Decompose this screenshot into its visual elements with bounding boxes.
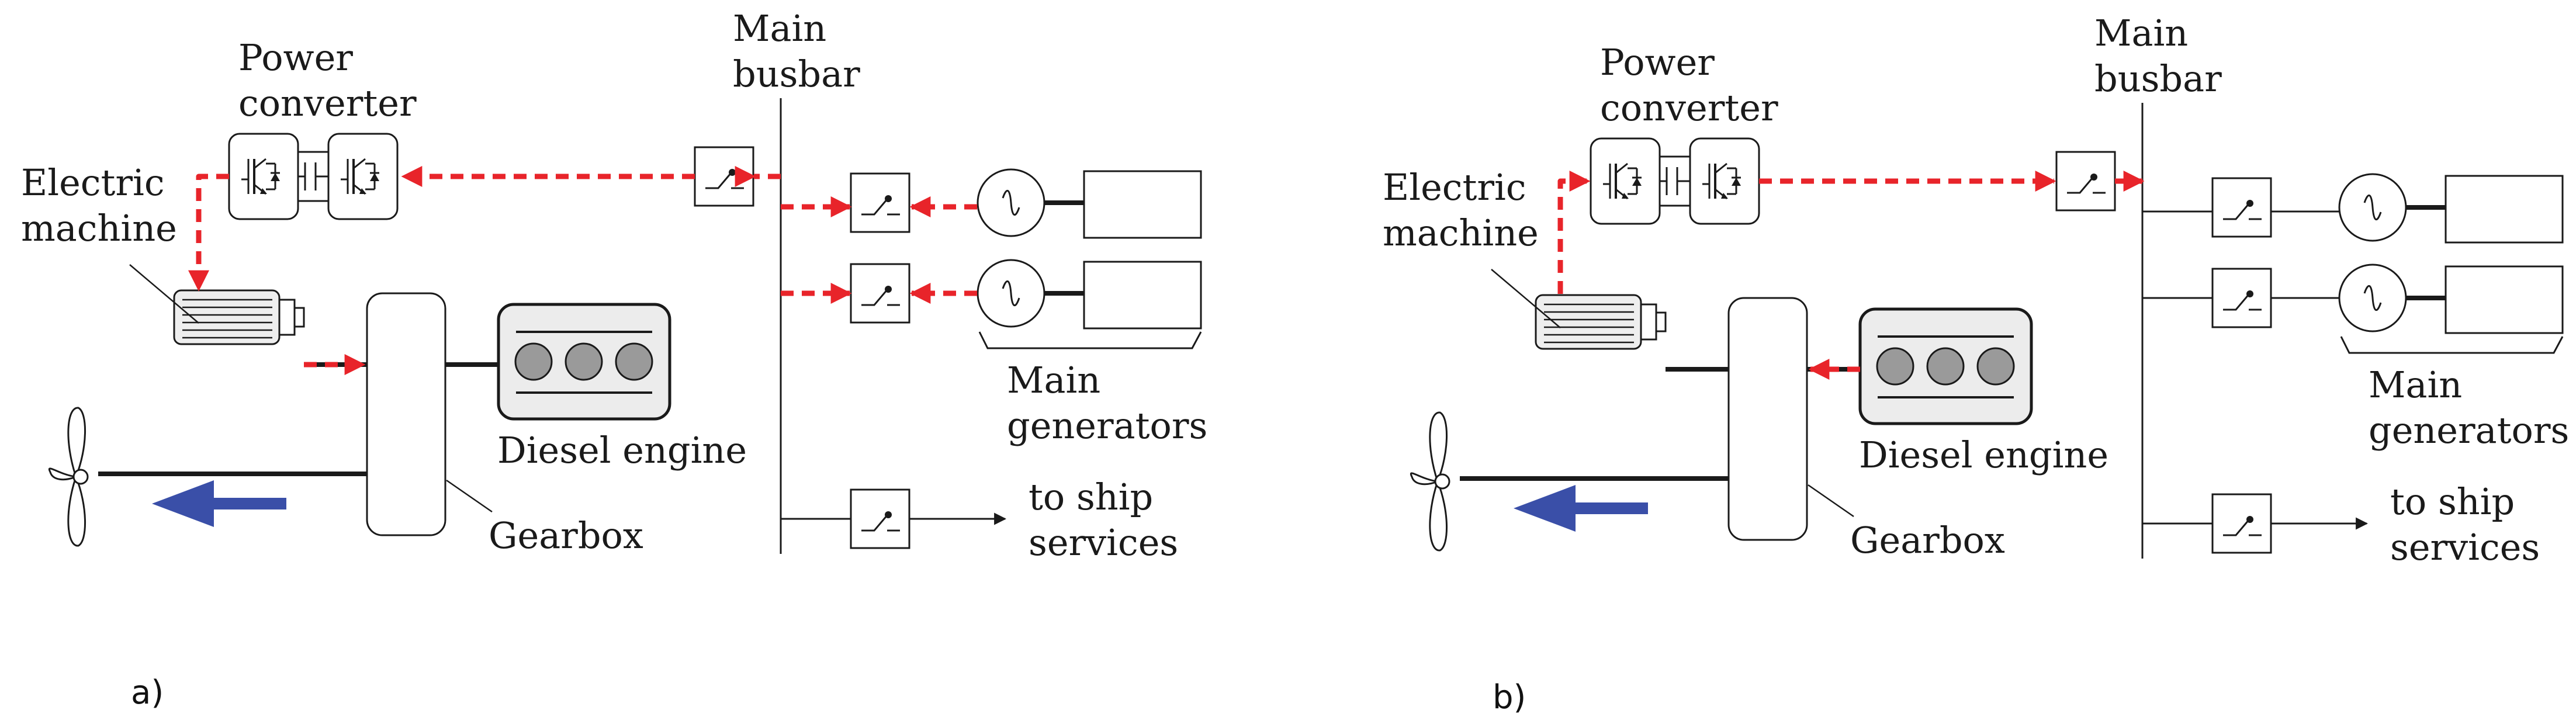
cylinder-icon xyxy=(514,342,553,381)
diesel-engine xyxy=(1858,307,2033,425)
capacitor-icon xyxy=(1660,167,1690,195)
igbt-icon xyxy=(327,133,399,220)
igbt-icon xyxy=(228,133,299,220)
main-generators-label-line-1: Main xyxy=(2369,363,2462,406)
main-busbar-label-line-2: busbar xyxy=(733,53,860,95)
cylinder-icon xyxy=(1976,347,2015,386)
igbt-icon xyxy=(1689,137,1760,225)
igbt-icon xyxy=(1590,137,1661,225)
main-busbar-label-line-1: Main xyxy=(2094,12,2188,54)
electric-machine-label-line-1: Electric xyxy=(1383,166,1526,209)
gearbox xyxy=(1727,297,1808,541)
panel-caption: b) xyxy=(1493,678,1526,716)
cylinder-icon xyxy=(565,342,603,381)
capacitor-icon xyxy=(298,162,328,190)
electric-machine-label-line-2: machine xyxy=(21,207,177,249)
ship-services-label-line-1: to ship xyxy=(1029,476,1153,518)
power-converter-label-line-1: Power xyxy=(1600,41,1715,84)
main-generators-label-line-2: generators xyxy=(1007,404,1207,447)
gearbox xyxy=(366,292,446,536)
ship-services-label-line-2: services xyxy=(1029,521,1178,564)
cylinder-icon xyxy=(1876,347,1914,386)
fins-icon xyxy=(278,299,305,336)
power-converter xyxy=(1590,137,1760,225)
breaker-icon[interactable] xyxy=(2211,493,2272,554)
propeller-icon xyxy=(48,407,89,547)
flow-converter-to-machine xyxy=(188,174,229,292)
panel-a: PowerconverterMainbusbarElectricmachineD… xyxy=(21,7,1207,712)
propulsion-arrow xyxy=(152,480,286,527)
breaker-icon[interactable] xyxy=(2211,177,2272,238)
main-busbar-label-line-1: Main xyxy=(733,7,826,50)
gearbox-label: Gearbox xyxy=(489,514,643,557)
breaker-icon[interactable] xyxy=(2211,268,2272,328)
ac-source-icon xyxy=(977,259,1045,328)
ac-source-icon xyxy=(2338,264,2407,332)
power-converter-label-line-2: converter xyxy=(1600,86,1778,129)
cylinder-icon xyxy=(1926,347,1965,386)
flow-machine-to-converter xyxy=(1557,171,1591,294)
electric-machine-label-line-2: machine xyxy=(1383,212,1539,254)
main-generators xyxy=(2338,173,2564,354)
breaker-icon[interactable] xyxy=(850,488,910,549)
ac-source-icon xyxy=(2338,173,2407,242)
electric-machine xyxy=(173,289,305,345)
power-converter xyxy=(228,133,399,220)
power-converter-label-line-2: converter xyxy=(238,82,417,124)
diesel-engine-label: Diesel engine xyxy=(497,429,747,472)
cylinder-icon xyxy=(615,342,653,381)
main-busbar-label-line-2: busbar xyxy=(2094,57,2222,100)
propulsion-arrow xyxy=(1514,485,1648,532)
fins-icon xyxy=(1640,303,1667,341)
panel-b: PowerconverterMainbusbarElectricmachineD… xyxy=(1383,12,2569,716)
breaker-icon[interactable] xyxy=(2055,151,2116,212)
main-generators-label-line-2: generators xyxy=(2369,409,2569,452)
main-generators xyxy=(977,168,1202,349)
breaker-icon[interactable] xyxy=(850,172,910,233)
breaker-icon[interactable] xyxy=(850,263,910,324)
power-converter-label-line-1: Power xyxy=(238,36,353,79)
main-generators-label-line-1: Main xyxy=(1007,359,1100,401)
breaker-icon[interactable] xyxy=(694,146,754,207)
electric-machine-label-line-1: Electric xyxy=(21,161,165,204)
electric-machine xyxy=(1535,294,1667,350)
ship-services-label-line-1: to ship xyxy=(2390,480,2515,523)
gearbox-label: Gearbox xyxy=(1850,519,2005,561)
panel-caption: a) xyxy=(131,674,164,712)
diesel-engine xyxy=(497,303,671,421)
propeller-icon xyxy=(1410,411,1450,552)
ship-services-label-line-2: services xyxy=(2390,526,2540,569)
main-busbar xyxy=(2055,151,2272,554)
ac-source-icon xyxy=(977,168,1045,237)
diesel-engine-label: Diesel engine xyxy=(1859,434,2108,476)
